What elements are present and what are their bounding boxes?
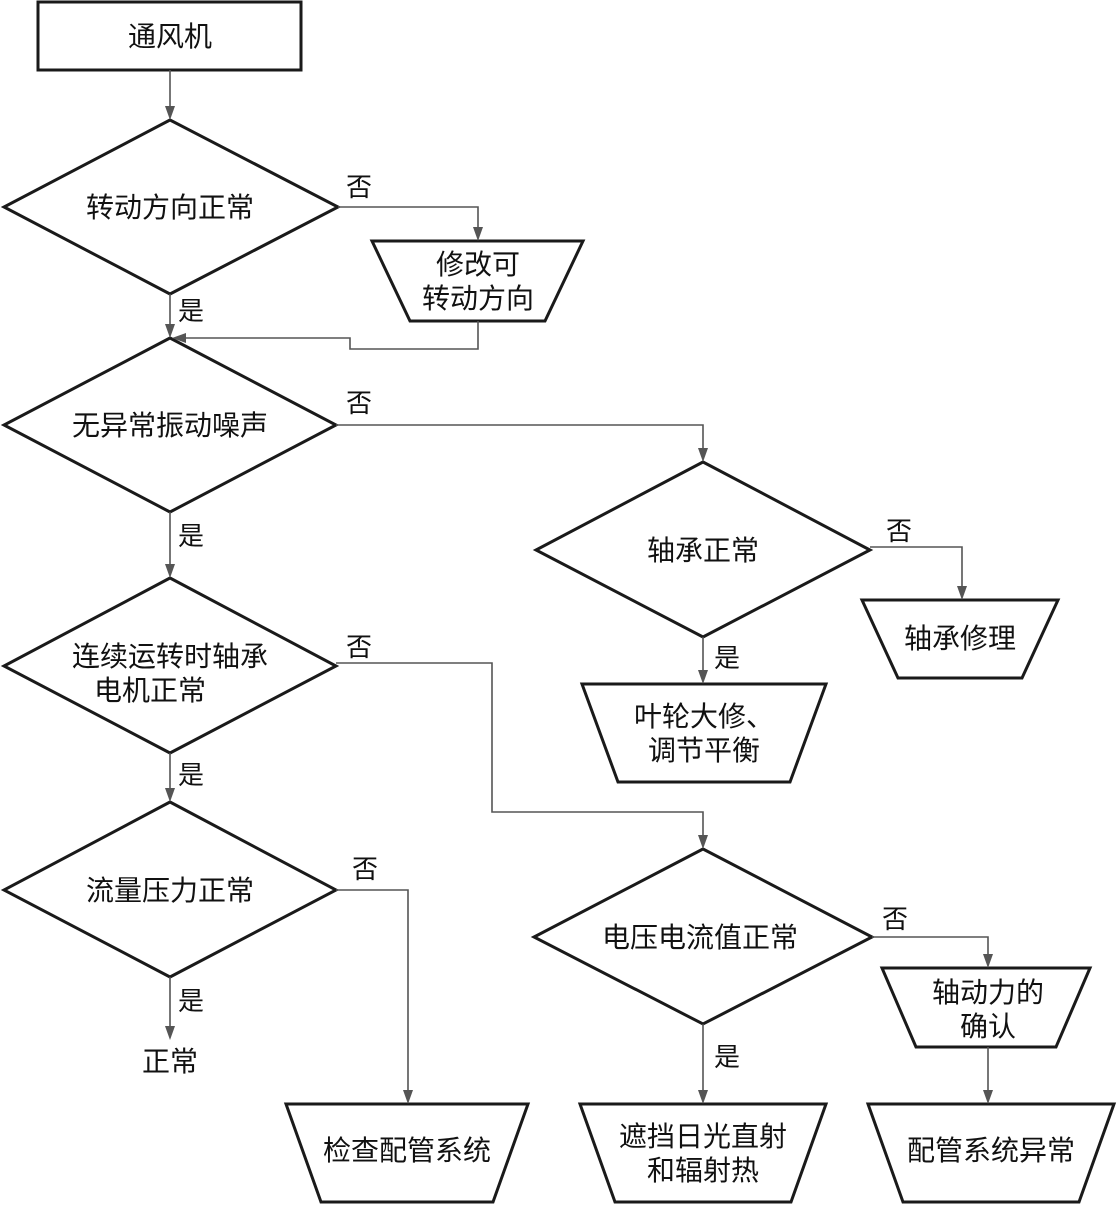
connector-motor-no	[336, 662, 704, 837]
edge-label-yes: 是	[178, 297, 204, 327]
shade-label-line1: 遮挡日光直射	[619, 1120, 787, 1153]
connector-direction-no	[338, 206, 479, 229]
fix-direction-box	[369, 239, 586, 323]
edge-label-yes: 是	[714, 644, 740, 674]
arrowhead	[172, 333, 186, 343]
impeller-repair-box	[579, 682, 829, 784]
fix-direction-label-line2: 转动方向	[422, 282, 534, 315]
arrowhead	[403, 1090, 413, 1104]
shade-box	[577, 1102, 829, 1204]
arrowhead	[473, 227, 483, 241]
arrowhead	[698, 1090, 708, 1104]
edge-label-no: 否	[346, 389, 372, 419]
impeller-repair-label-line2: 调节平衡	[648, 734, 760, 767]
edge-label-no: 否	[346, 173, 372, 203]
arrowhead	[165, 106, 175, 120]
arrowhead	[983, 954, 993, 968]
motor-decision-label-line2: 电机正常	[94, 674, 206, 707]
start-box	[36, 0, 303, 72]
edge-label-yes: 是	[714, 1043, 740, 1073]
direction-decision-label: 转动方向正常	[86, 191, 254, 224]
flow-pressure-decision-label: 流量压力正常	[86, 874, 254, 907]
edge-label-yes: 是	[178, 987, 204, 1017]
shade-label-line2: 和辐射热	[647, 1154, 759, 1187]
connector-vibration-no	[336, 424, 704, 450]
arrowhead	[165, 1026, 175, 1040]
bearing-repair-label: 轴承修理	[904, 622, 1016, 655]
edge-label-no: 否	[882, 905, 908, 935]
bearing-decision-label: 轴承正常	[647, 534, 759, 567]
vibration-decision-label: 无异常振动噪声	[72, 409, 268, 442]
arrowhead	[165, 324, 175, 338]
arrowhead	[698, 835, 708, 849]
edge-label-yes: 是	[178, 761, 204, 791]
edge-label-no: 否	[352, 855, 378, 885]
check-piping-label: 检查配管系统	[323, 1134, 491, 1167]
connector-voltage-no	[872, 936, 989, 956]
edge-label-no: 否	[886, 517, 912, 547]
check-piping-box	[283, 1102, 531, 1204]
connector-flow-no	[336, 889, 409, 1092]
arrowhead	[698, 670, 708, 684]
arrowhead	[165, 564, 175, 578]
axial-power-box	[879, 966, 1093, 1049]
arrowhead	[698, 448, 708, 462]
arrowhead	[983, 1090, 993, 1104]
axial-power-label-line1: 轴动力的	[932, 976, 1044, 1009]
normal-result-label: 正常	[142, 1045, 198, 1078]
connector-bearing-no	[870, 546, 963, 588]
fix-direction-label-line1: 修改可	[436, 248, 520, 281]
start-label: 通风机	[128, 20, 212, 53]
bearing-repair-box	[859, 598, 1061, 680]
arrowhead	[165, 788, 175, 802]
motor-decision-label-line1: 连续运转时轴承	[72, 640, 268, 673]
edge-label-yes: 是	[178, 522, 204, 552]
impeller-repair-label-line1: 叶轮大修、	[634, 700, 774, 733]
piping-abnormal-box	[865, 1102, 1117, 1204]
arrowhead	[957, 586, 967, 600]
voltage-current-decision-label: 电压电流值正常	[602, 921, 798, 954]
connector-fix-return	[184, 321, 479, 350]
edge-label-no: 否	[346, 633, 372, 663]
axial-power-label-line2: 确认	[960, 1010, 1016, 1043]
piping-abnormal-label: 配管系统异常	[907, 1134, 1075, 1167]
